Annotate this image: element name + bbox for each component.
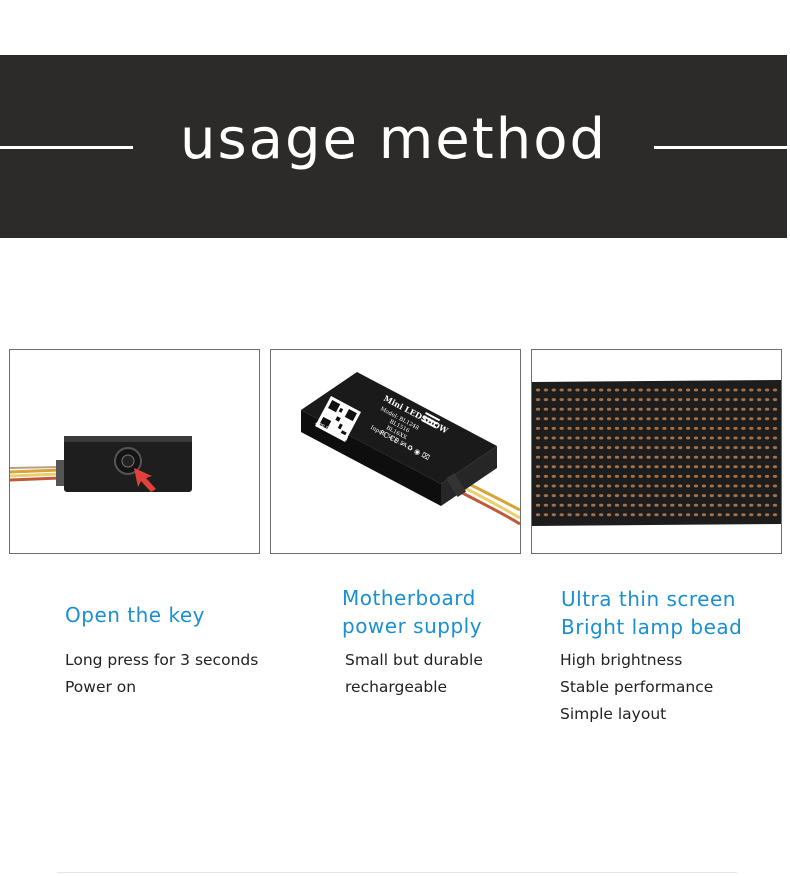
column-text-line: rechargeable <box>345 678 448 696</box>
column-text-line: Small but durable <box>345 651 483 669</box>
column-1-description: Long press for 3 seconds Power on <box>65 647 258 701</box>
controller-box-icon <box>301 372 497 484</box>
column-text-line: Power on <box>65 678 137 696</box>
column-text-line: Long press for 3 seconds <box>65 651 259 669</box>
qr-code-icon <box>315 396 362 442</box>
red-arrow-icon <box>134 468 156 492</box>
power-button-photo <box>9 349 260 554</box>
column-text-line: High brightness <box>560 651 683 669</box>
column-2-description: Small but durable rechargeable <box>345 647 483 701</box>
column-text-line: Stable performance <box>560 678 714 696</box>
column-title-line: Ultra thin screen <box>561 587 736 611</box>
led-matrix-screen-icon <box>532 380 781 526</box>
column-3-description: High brightness Stable performance Simpl… <box>560 647 713 728</box>
wires-icon <box>10 466 61 482</box>
column-text-line: Simple layout <box>560 705 667 723</box>
led-matrix-photo <box>531 349 782 554</box>
banner-left-rule <box>0 146 133 149</box>
column-title-line: Bright lamp bead <box>561 615 743 639</box>
column-title-line: power supply <box>342 614 483 638</box>
footer-divider <box>57 872 737 873</box>
banner-right-rule <box>654 146 787 149</box>
banner-title: usage method <box>179 107 608 172</box>
column-title-line: Motherboard <box>342 586 476 610</box>
controller-box-photo: Mini LEDSHOW Model: BL1248 BL1516 BL16XX… <box>270 349 521 554</box>
column-2-title: Motherboard power supply <box>342 584 482 640</box>
column-1-title: Open the key <box>65 601 205 629</box>
column-title-line: Open the key <box>65 603 205 627</box>
column-3-title: Ultra thin screen Bright lamp bead <box>561 585 742 641</box>
section-banner: usage method <box>0 55 787 238</box>
